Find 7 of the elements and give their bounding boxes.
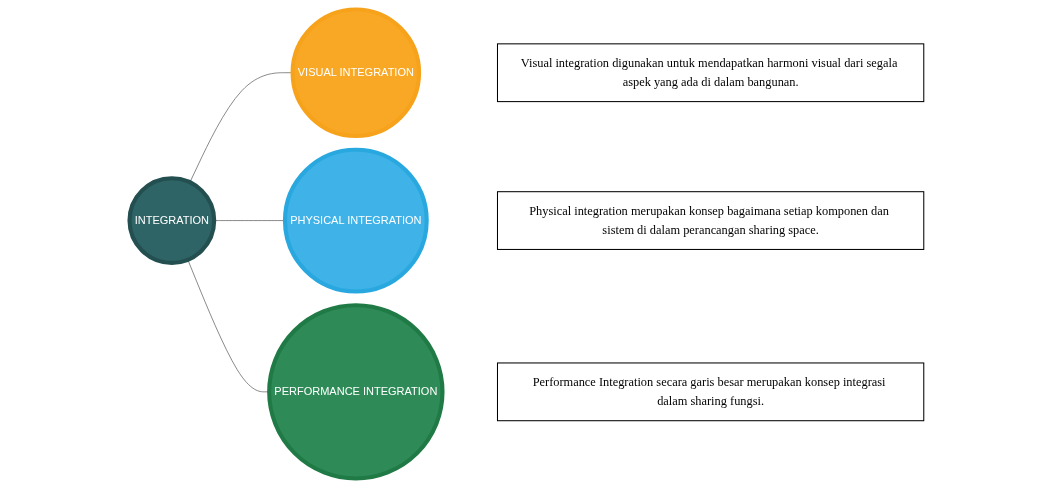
node-circle: INTEGRATION — [127, 176, 217, 265]
node-circle: VISUAL INTEGRATION — [290, 7, 422, 139]
node-box: Performance Integration secara garis besar merupakan konsep integrasi dalam sharing fungsi. — [497, 362, 925, 422]
node-circle: PHYSICAL INTEGRATION — [283, 147, 430, 294]
node-circle: PERFORMANCE INTEGRATION — [267, 303, 445, 481]
node-box: Visual integration digunakan untuk mendapatkan harmoni visual dari segala aspek yang ada di dalam bangunan. — [497, 43, 925, 103]
node-box: Physical integration merupakan konsep bagaimana setiap komponen dan sistem di dalam perancangan sharing space. — [497, 191, 925, 250]
